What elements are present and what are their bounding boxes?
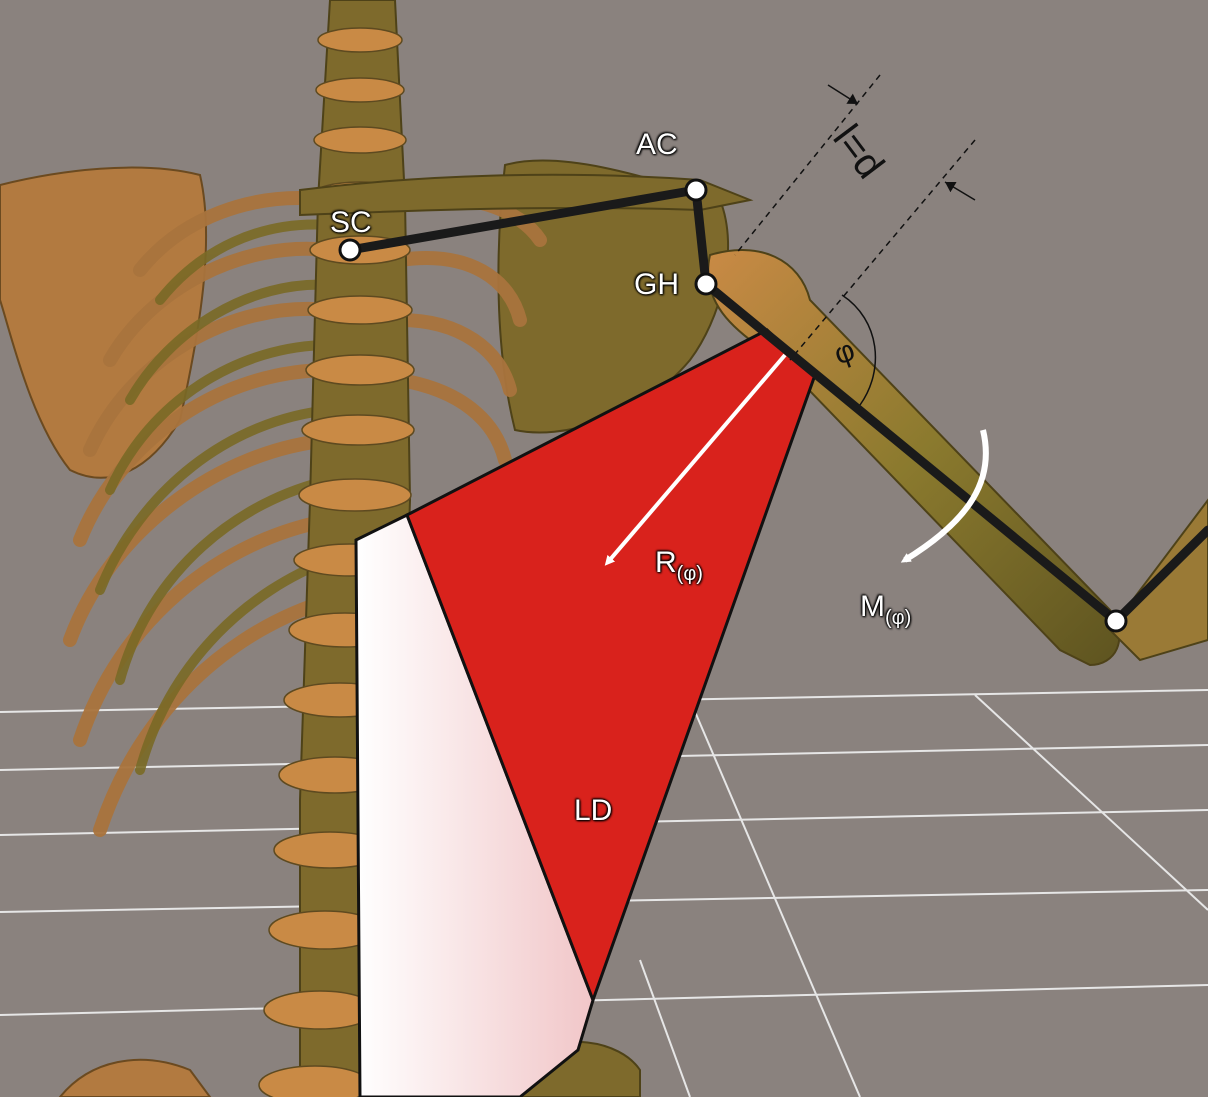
joint-marker-gh: [696, 274, 716, 294]
label-force-symbol: R: [655, 546, 677, 579]
label-sc: SC: [330, 208, 372, 238]
label-force: R(φ): [655, 548, 703, 578]
label-moment-symbol: M: [860, 590, 885, 623]
label-force-sub: (φ): [677, 563, 703, 585]
joint-marker-sc: [340, 240, 360, 260]
label-muscle: LD: [574, 796, 612, 826]
label-moment: M(φ): [860, 592, 911, 622]
joint-marker-ac: [686, 180, 706, 200]
joint-marker-elbow: [1106, 611, 1126, 631]
label-gh: GH: [634, 270, 679, 300]
label-moment-sub: (φ): [885, 607, 911, 629]
latissimus-dorsi-muscle: [356, 330, 815, 1097]
label-ac: AC: [636, 130, 678, 160]
